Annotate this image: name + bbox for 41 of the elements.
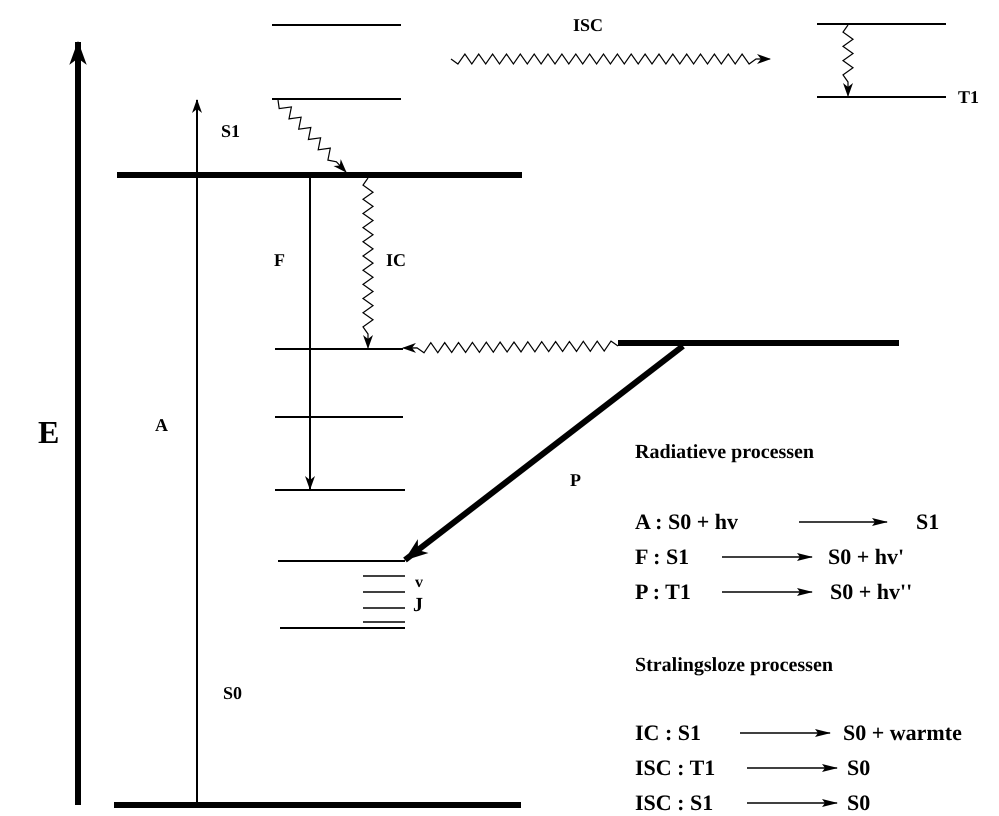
energy-level-line xyxy=(278,560,405,562)
energy-level-line xyxy=(275,489,405,491)
section-heading: S0 xyxy=(223,684,242,702)
equation-text: S0 + hv'' xyxy=(830,581,912,603)
equation-text: ISC : S1 xyxy=(635,792,714,814)
edge-label: F xyxy=(274,251,285,269)
axis-label: Radiatieve processen xyxy=(635,442,814,462)
wavy-arrow xyxy=(842,24,854,97)
equation-text: ISC : T1 xyxy=(635,757,716,779)
wavy-arrow xyxy=(277,100,347,173)
energy-level-line xyxy=(272,98,401,100)
edge-label: IC xyxy=(386,251,406,269)
wavy-arrow xyxy=(402,340,618,354)
equation-text: S0 + hv' xyxy=(828,546,904,568)
equation-text: S0 + warmte xyxy=(843,722,962,744)
equation-text: IC : S1 xyxy=(635,722,702,744)
energy-level-line xyxy=(272,24,401,26)
energy-level-line xyxy=(817,23,946,25)
wavy-arrow xyxy=(362,178,374,349)
edge-label: P xyxy=(570,471,581,489)
equation-text: S0 xyxy=(847,757,870,779)
energy-level-line xyxy=(275,416,403,418)
state-label: ISC xyxy=(573,16,604,34)
state-label: J xyxy=(413,595,423,615)
equation-text: F : S1 xyxy=(635,546,690,568)
section-heading: A : S0 + hv xyxy=(635,511,738,533)
arrow xyxy=(403,344,685,562)
state-label: T1 xyxy=(958,88,980,106)
state-label: S1 xyxy=(221,122,240,140)
arrow xyxy=(305,178,315,490)
edge-label: A xyxy=(155,416,168,434)
arrow xyxy=(192,99,202,802)
equation-text: P : T1 xyxy=(635,581,691,603)
equation-text: E xyxy=(38,416,60,448)
energy-level-line xyxy=(817,96,946,98)
energy-level-line xyxy=(275,348,403,350)
state-label: Stralingsloze processen xyxy=(635,655,833,675)
equation-text: S0 xyxy=(847,792,870,814)
equation-text: S1 xyxy=(916,511,940,533)
energy-level-line xyxy=(280,627,405,629)
state-label: v xyxy=(415,575,423,591)
